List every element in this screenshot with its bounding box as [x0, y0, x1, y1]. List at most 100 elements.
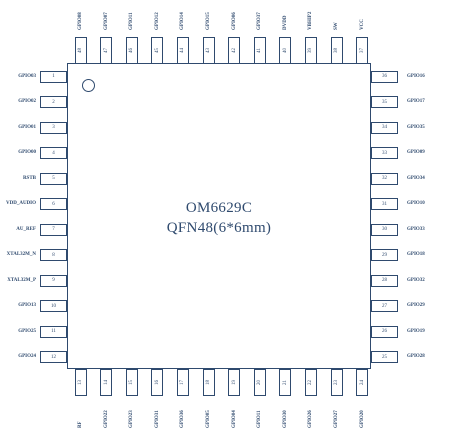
pin-number: 5: [52, 176, 55, 181]
pin-pad: 9: [40, 274, 67, 287]
pin-name: GPIO10: [407, 201, 425, 206]
pin-pad: 36: [371, 70, 398, 83]
pin-name: VCC: [359, 19, 365, 30]
pin-name: AU_REF: [16, 226, 36, 232]
pin-name: GPIO29: [407, 303, 425, 308]
pin-number: 44: [180, 48, 186, 53]
pin-number: 36: [382, 74, 387, 79]
pin-number: 30: [382, 227, 387, 232]
pin-pad: 31: [371, 198, 398, 210]
pin-number: 27: [382, 303, 387, 309]
pin-number: 21: [282, 380, 288, 385]
pin-number: 4: [52, 150, 55, 156]
pin-pad: 42: [228, 37, 241, 64]
pin-pad: 17: [176, 369, 189, 396]
pin-pad: 48: [74, 37, 87, 64]
pin-pad: 7: [40, 223, 67, 236]
pin-pad: 6: [40, 198, 67, 210]
pin-pad: 12: [40, 351, 67, 363]
pin-name: GPIO25: [18, 328, 36, 334]
pin-name: GPIO05: [206, 410, 211, 428]
pin-number: 43: [206, 48, 211, 53]
pin-pad: 10: [40, 300, 67, 312]
pin-name: GPIO32: [407, 277, 425, 283]
pin-name: GPIO35: [407, 124, 425, 130]
pin-pad: 14: [100, 369, 113, 396]
pin-number: 32: [382, 176, 387, 181]
pin-name: GPIO07: [103, 12, 109, 30]
pin-name: GPIO11: [257, 410, 263, 428]
pin-number: 24: [359, 380, 365, 385]
pin-number: 26: [382, 329, 387, 334]
pin-pad: 20: [253, 369, 266, 396]
pin-number: 29: [382, 252, 387, 258]
pin-number: 18: [206, 380, 211, 385]
pin-number: 6: [52, 201, 55, 207]
pin-number: 47: [103, 48, 109, 53]
pin-number: 34: [382, 125, 387, 130]
pin-name: VDD_AUDIO: [6, 201, 36, 206]
pin-number: 11: [51, 329, 56, 334]
pin-pad: 3: [40, 121, 67, 134]
pin-name: GPIO20: [359, 410, 365, 428]
pin-name: GPIO04: [231, 410, 237, 428]
pin-name: GPIO14: [180, 12, 186, 30]
pin-number: 1: [52, 74, 55, 79]
pin-name: GPIO26: [308, 410, 314, 428]
pin-number: 12: [51, 354, 56, 360]
pin-pad: 28: [371, 274, 398, 287]
pin-pad: 35: [371, 96, 398, 108]
pin-name: GPIO23: [129, 410, 135, 428]
pin-pad: 41: [253, 37, 266, 64]
pin-pad: 45: [151, 37, 164, 64]
pin-pad: 23: [330, 369, 343, 396]
pin-number: 41: [257, 48, 263, 53]
pin-name: GPIO19: [407, 328, 425, 334]
pin-pad: 8: [40, 249, 67, 261]
pin-pad: 11: [40, 325, 67, 338]
pin-pad: 2: [40, 96, 67, 108]
pin-name: GPIO15: [206, 12, 211, 30]
pin-number: 3: [52, 125, 55, 130]
pin-pad: 21: [279, 369, 292, 396]
pin-number: 2: [52, 99, 55, 105]
pin-pad: 40: [279, 37, 292, 64]
pin-number: 38: [334, 48, 339, 53]
pin-name: GPIO30: [282, 410, 288, 428]
pin-number: 10: [51, 303, 56, 309]
pin-name: GPIO08: [78, 12, 83, 30]
pin-pad: 34: [371, 121, 398, 134]
pin-pad: 24: [356, 369, 369, 396]
chip-body: OM6629C QFN48(6*6mm): [67, 63, 371, 369]
pin-number: 23: [334, 380, 339, 385]
pin-number: 8: [52, 252, 55, 258]
pin-name: GPIO03: [18, 73, 36, 79]
pin-pad: 25: [371, 351, 398, 363]
pin-name: GPIO17: [407, 99, 425, 104]
pin-number: 7: [52, 227, 55, 232]
pin-number: 33: [382, 150, 387, 156]
pin-name: SW: [334, 22, 339, 30]
pin-pad: 47: [100, 37, 113, 64]
pin-pad: 5: [40, 172, 67, 185]
pin-name: DVDD: [282, 15, 288, 30]
pin-name: GPIO33: [407, 226, 425, 232]
pin-number: 45: [154, 48, 160, 53]
pin-pad: 26: [371, 325, 398, 338]
pin-number: 48: [78, 48, 83, 53]
pin-name: XTAL32M_N: [6, 252, 36, 257]
pin-pad: 18: [202, 369, 215, 396]
pin-pad: 4: [40, 147, 67, 159]
chip-name: OM6629C: [185, 200, 253, 216]
pin-pad: 29: [371, 249, 398, 261]
pin-pad: 15: [125, 369, 138, 396]
pin-number: 9: [52, 278, 55, 283]
pin-number: 25: [382, 354, 387, 360]
pin-pad: 16: [151, 369, 164, 396]
pin-number: 15: [129, 380, 135, 385]
pin-pad: 38: [330, 37, 343, 64]
pin-name: GPIO37: [257, 12, 263, 30]
pin-name: GPIO12: [154, 12, 160, 30]
pin-name: GPIO00: [18, 150, 36, 155]
